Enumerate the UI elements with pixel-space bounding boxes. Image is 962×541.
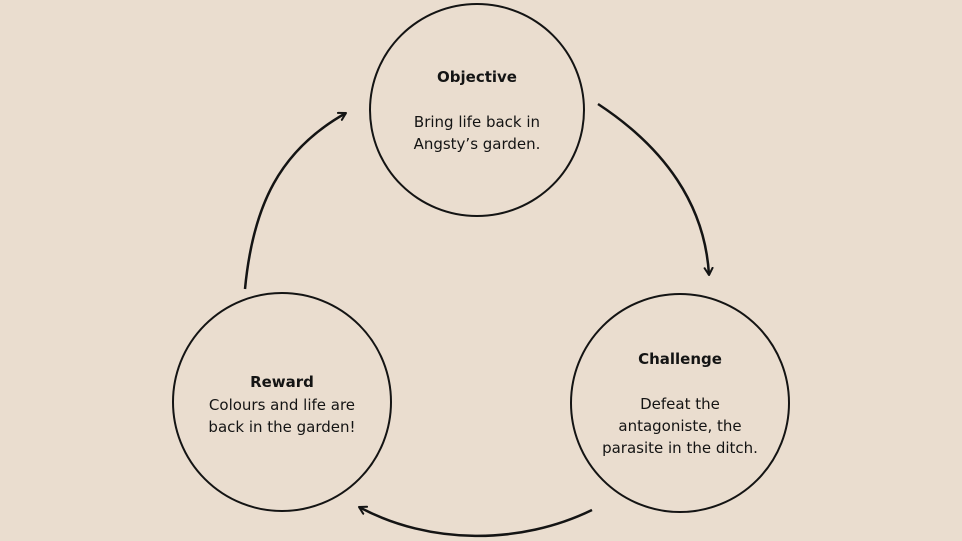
objective-text: Bring life back in Angsty’s garden. [413, 113, 541, 153]
objective-node: Objective Bring life back in Angsty’s ga… [369, 3, 585, 217]
arrow-objective-to-challenge [597, 102, 714, 276]
reward-text: Colours and life are back in the garden! [208, 396, 356, 436]
challenge-node: Challenge Defeat the antagoniste, the pa… [570, 293, 790, 513]
arrow-reward-to-objective [243, 111, 347, 290]
challenge-title: Challenge [638, 350, 722, 368]
reward-node: Reward Colours and life are back in the … [172, 292, 392, 512]
reward-title: Reward [250, 373, 314, 391]
arrow-challenge-to-reward [358, 505, 593, 538]
challenge-text: Defeat the antagoniste, the parasite in … [602, 395, 758, 457]
objective-title: Objective [437, 68, 517, 86]
